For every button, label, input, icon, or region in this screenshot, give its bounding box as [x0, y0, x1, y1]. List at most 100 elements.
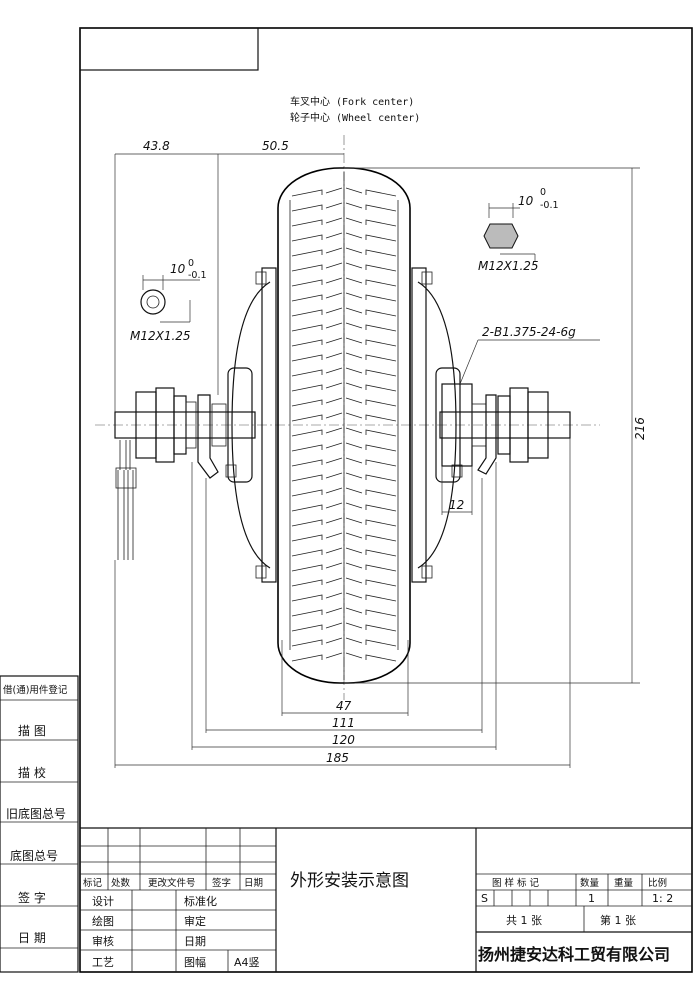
tread-chevron	[291, 427, 397, 437]
title-block: 标记 处数 更改文件号 签字 日期 设计 绘图 审核 工艺 标准化 审定 日期 …	[80, 827, 692, 972]
dim-height: 216	[633, 417, 647, 440]
side-borrow-label: 借(通)用件登记	[3, 684, 68, 696]
tread-chevron	[291, 292, 397, 302]
side-old-no-label: 旧底图总号	[6, 806, 66, 821]
sheet-number: 第 1 张	[600, 913, 636, 927]
sheet-border	[79, 27, 693, 973]
right-axle-assembly	[439, 383, 571, 475]
tread-chevron	[291, 412, 397, 422]
side-register-column: 借(通)用件登记 描 图 描 校 旧底图总号 底图总号 签 字 日 期	[0, 675, 79, 973]
tread-chevron	[291, 322, 397, 332]
right-detail-thread: M12X1.25	[478, 259, 539, 273]
sheet-size-label: 图幅	[184, 956, 206, 969]
tire	[277, 167, 411, 684]
thread-leader: 2-B1.375-24-6g	[459, 325, 600, 385]
dim-120: 120	[332, 733, 355, 747]
draw-label: 绘图	[92, 914, 114, 928]
tread-chevron	[291, 547, 397, 557]
tread-chevron	[291, 232, 397, 242]
height-dimension: 216	[344, 167, 647, 684]
tread-chevron	[291, 502, 397, 512]
dim-185: 185	[326, 751, 349, 765]
tread-chevron	[291, 187, 397, 197]
wheel-center-note: 轮子中心 (Wheel center)	[290, 111, 420, 124]
side-trace-label: 描 图	[18, 724, 46, 738]
right-axle-section-detail: 10 0 -0.1 M12X1.25	[478, 187, 559, 273]
tread-chevron	[291, 562, 397, 572]
tread-chevron	[291, 382, 397, 392]
thread-spec: 2-B1.375-24-6g	[482, 325, 576, 339]
tread-chevron	[291, 652, 397, 662]
left-detail-tol-lower: -0.1	[188, 270, 207, 281]
tire-tread	[291, 187, 397, 662]
dim-spacer: 12	[449, 498, 464, 512]
dim-111: 111	[332, 716, 355, 730]
process-label: 工艺	[92, 956, 114, 969]
tread-chevron	[291, 367, 397, 377]
date-label: 日期	[184, 935, 206, 948]
side-date-label: 日 期	[18, 931, 46, 945]
drawing-number-box	[79, 27, 259, 71]
left-detail-tol-upper: 0	[188, 258, 194, 269]
tread-chevron	[291, 337, 397, 347]
tread-chevron	[291, 202, 397, 212]
top-dimensions: 43.8 50.5	[114, 139, 344, 412]
right-detail-width: 10	[518, 194, 534, 208]
tread-chevron	[291, 592, 397, 602]
left-detail-width: 10	[170, 262, 186, 276]
dim-center-to-tire: 50.5	[262, 139, 289, 153]
left-axle-assembly	[114, 387, 256, 560]
tread-chevron	[291, 622, 397, 632]
tread-chevron	[291, 352, 397, 362]
qty-label: 数量	[580, 877, 600, 889]
scale-value: 1: 2	[652, 892, 673, 905]
tread-chevron	[291, 532, 397, 542]
rev-header-count: 处数	[111, 877, 131, 889]
rev-header-mark: 标记	[83, 877, 103, 889]
tread-chevron	[291, 397, 397, 407]
right-detail-tol-lower: -0.1	[540, 200, 559, 211]
rev-header-date: 日期	[244, 878, 263, 889]
tread-chevron	[291, 262, 397, 272]
side-sign-label: 签 字	[18, 890, 46, 905]
motor-hub	[225, 267, 463, 583]
drawing-mark-label: 图 样 标 记	[492, 877, 540, 889]
approve-label: 审定	[184, 914, 206, 928]
design-label: 设计	[92, 895, 114, 908]
standard-label: 标准化	[184, 894, 217, 908]
tread-chevron	[291, 607, 397, 617]
tread-chevron	[291, 442, 397, 452]
tread-chevron	[291, 217, 397, 227]
tread-chevron	[291, 472, 397, 482]
left-detail-thread: M12X1.25	[130, 329, 191, 343]
company-name: 扬州捷安达科工贸有限公司	[478, 945, 670, 964]
tread-chevron	[291, 307, 397, 317]
tread-chevron	[291, 517, 397, 527]
left-axle-section-detail: 10 0 -0.1 M12X1.25	[130, 258, 207, 343]
tread-chevron	[291, 637, 397, 647]
tread-chevron	[291, 487, 397, 497]
tread-chevron	[291, 577, 397, 587]
sheet-size-value: A4竖	[234, 956, 260, 969]
tread-chevron	[291, 247, 397, 257]
side-check-label: 描 校	[18, 765, 46, 780]
review-label: 审核	[92, 934, 114, 948]
drawing-title: 外形安装示意图	[290, 871, 409, 891]
rev-header-sign: 签字	[212, 877, 231, 889]
total-sheets: 共 1 张	[506, 914, 542, 927]
side-base-no-label: 底图总号	[10, 848, 58, 863]
dim-left-offset: 43.8	[143, 139, 170, 153]
rev-header-doc: 更改文件号	[148, 877, 196, 889]
fork-center-note: 车叉中心 (Fork center)	[290, 95, 414, 108]
tread-chevron	[291, 457, 397, 467]
spacer-dimension: 12	[441, 466, 473, 515]
dim-47: 47	[336, 699, 352, 713]
weight-label: 重量	[614, 877, 634, 889]
mark-value: S	[481, 892, 488, 905]
qty-value: 1	[588, 892, 595, 905]
right-detail-tol-upper: 0	[540, 187, 546, 198]
bottom-dimensions: 47 111 120 185	[114, 438, 571, 768]
tread-chevron	[291, 277, 397, 287]
scale-label: 比例	[648, 877, 667, 889]
